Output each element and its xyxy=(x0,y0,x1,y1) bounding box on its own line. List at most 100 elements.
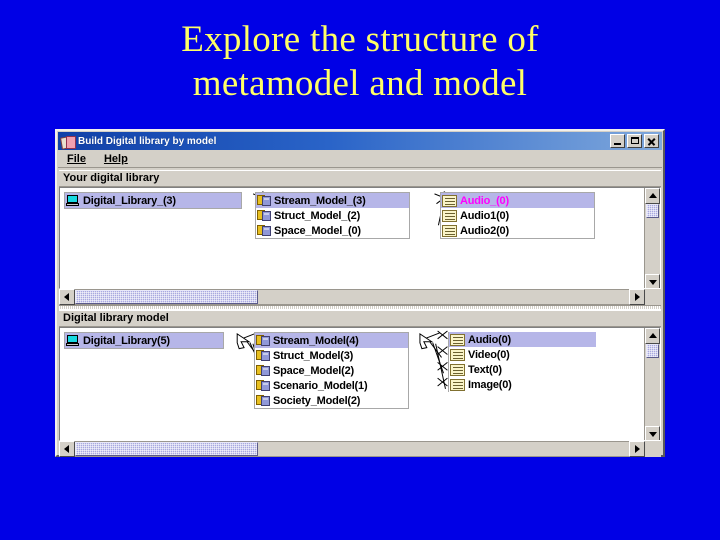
panel-metamodel-body: Digital_Library_(3) Stream_Model_(3) Str… xyxy=(59,187,661,289)
tree-node[interactable]: Audio2(0) xyxy=(441,223,594,238)
tree-node[interactable]: Struct_Model(3) xyxy=(255,348,408,363)
page-title-line-1: Explore the structure of xyxy=(181,19,539,60)
document-icon xyxy=(442,209,457,222)
scroll-up-button[interactable] xyxy=(645,328,660,344)
tree-node[interactable]: Audio_(0) xyxy=(441,193,594,208)
tree-node-label: Space_Model(2) xyxy=(273,364,354,377)
horizontal-scroll-track[interactable] xyxy=(75,441,629,457)
panel-model-body: Digital_Library(5) Stream_Model(4) Struc… xyxy=(59,327,661,441)
horizontal-scroll-thumb[interactable] xyxy=(75,442,258,456)
vertical-scroll-thumb[interactable] xyxy=(646,204,659,218)
horizontal-scroll-track[interactable] xyxy=(75,289,629,305)
tree-node-label: Space_Model_(0) xyxy=(274,224,361,237)
model-icon xyxy=(256,364,270,377)
panel-splitter[interactable] xyxy=(59,305,661,310)
model-icon xyxy=(257,209,271,222)
maximize-button[interactable] xyxy=(627,134,642,148)
close-button[interactable] xyxy=(644,134,659,148)
tree-node-label: Society_Model(2) xyxy=(273,394,361,407)
model-icon xyxy=(256,379,270,392)
scroll-right-button[interactable] xyxy=(629,289,645,305)
books-icon xyxy=(60,134,76,150)
page-title-line-2: metamodel and model xyxy=(192,63,528,104)
document-icon xyxy=(450,348,465,361)
column-metamodel-media: Audio_(0) Audio1(0) Audio2(0) xyxy=(440,192,595,239)
horizontal-scrollbar-top[interactable] xyxy=(59,289,661,305)
computer-icon xyxy=(66,194,80,207)
scroll-down-button[interactable] xyxy=(645,274,660,288)
column-model-root: Digital_Library(5) xyxy=(64,332,224,349)
document-icon xyxy=(450,333,465,346)
document-icon xyxy=(442,224,457,237)
tree-node-label: Struct_Model(3) xyxy=(273,349,354,362)
scroll-left-button[interactable] xyxy=(59,289,75,305)
document-icon xyxy=(450,378,465,391)
vertical-scrollbar-top[interactable] xyxy=(644,188,660,288)
computer-icon xyxy=(66,334,80,347)
scroll-up-button[interactable] xyxy=(645,188,660,204)
tree-node[interactable]: Image(0) xyxy=(449,377,596,392)
menu-bar: File Help xyxy=(58,151,662,168)
tree-node[interactable]: Digital_Library(5) xyxy=(65,333,223,348)
column-metamodel-root: Digital_Library_(3) xyxy=(64,192,242,209)
vertical-scrollbar-bottom[interactable] xyxy=(644,328,660,440)
document-icon xyxy=(442,194,457,207)
model-icon xyxy=(256,334,270,347)
minimize-button[interactable] xyxy=(610,134,625,148)
scroll-down-button[interactable] xyxy=(645,426,660,440)
window-controls xyxy=(610,134,660,148)
column-metamodel-models: Stream_Model_(3) Struct_Model_(2) Space_… xyxy=(255,192,410,239)
scroll-left-button[interactable] xyxy=(59,441,75,457)
vertical-scroll-track[interactable] xyxy=(645,344,660,426)
tree-node[interactable]: Society_Model(2) xyxy=(255,393,408,408)
tree-node-label: Stream_Model_(3) xyxy=(274,194,366,207)
tree-node[interactable]: Space_Model_(0) xyxy=(256,223,409,238)
tree-node[interactable]: Digital_Library_(3) xyxy=(65,193,241,208)
panel-metamodel-label: Your digital library xyxy=(59,170,661,187)
vertical-scroll-track[interactable] xyxy=(645,204,660,274)
tree-node[interactable]: Audio1(0) xyxy=(441,208,594,223)
scrollbar-corner xyxy=(645,441,661,457)
tree-node-label: Scenario_Model(1) xyxy=(273,379,368,392)
tree-node[interactable]: Stream_Model(4) xyxy=(255,333,408,348)
panels-container: Your digital library xyxy=(59,170,661,457)
tree-node-label: Audio1(0) xyxy=(460,209,509,222)
panel-model: Digital library model xyxy=(59,310,661,457)
tree-node[interactable]: Audio(0) xyxy=(449,332,596,347)
horizontal-scroll-thumb[interactable] xyxy=(75,290,258,304)
model-icon xyxy=(256,394,270,407)
tree-node[interactable]: Stream_Model_(3) xyxy=(256,193,409,208)
column-model-models: Stream_Model(4) Struct_Model(3) Space_Mo… xyxy=(254,332,409,409)
model-icon xyxy=(257,194,271,207)
tree-node[interactable]: Struct_Model_(2) xyxy=(256,208,409,223)
model-icon xyxy=(256,349,270,362)
scroll-right-button[interactable] xyxy=(629,441,645,457)
tree-node[interactable]: Video(0) xyxy=(449,347,596,362)
tree-node-label: Text(0) xyxy=(468,363,502,376)
menu-item-file-label: File xyxy=(67,152,86,165)
horizontal-scrollbar-bottom[interactable] xyxy=(59,441,661,457)
tree-node-label: Struct_Model_(2) xyxy=(274,209,361,222)
tree-node[interactable]: Text(0) xyxy=(449,362,596,377)
tree-node-label: Audio(0) xyxy=(468,333,512,346)
menu-item-file[interactable]: File xyxy=(58,152,95,167)
tree-node[interactable]: Scenario_Model(1) xyxy=(255,378,408,393)
page-title: Explore the structure of metamodel and m… xyxy=(60,18,660,106)
tree-node-label: Audio_(0) xyxy=(460,194,509,207)
tree-node-label: Video(0) xyxy=(468,348,510,361)
menu-item-help-label: Help xyxy=(103,152,128,165)
tree-node-label: Digital_Library_(3) xyxy=(83,194,176,207)
menu-item-help[interactable]: Help xyxy=(95,152,137,167)
tree-node-label: Audio2(0) xyxy=(460,224,509,237)
panel-metamodel: Your digital library xyxy=(59,170,661,305)
tree-node[interactable]: Space_Model(2) xyxy=(255,363,408,378)
document-icon xyxy=(450,363,465,376)
application-window: Build Digital library by model File Help… xyxy=(55,129,665,457)
window-title: Build Digital library by model xyxy=(78,135,217,147)
vertical-scroll-thumb[interactable] xyxy=(646,344,659,358)
tree-node-label: Digital_Library(5) xyxy=(83,334,170,347)
window-titlebar[interactable]: Build Digital library by model xyxy=(58,132,662,150)
model-icon xyxy=(257,224,271,237)
column-model-media: Audio(0) Video(0) Text(0) Image(0) xyxy=(448,332,596,392)
